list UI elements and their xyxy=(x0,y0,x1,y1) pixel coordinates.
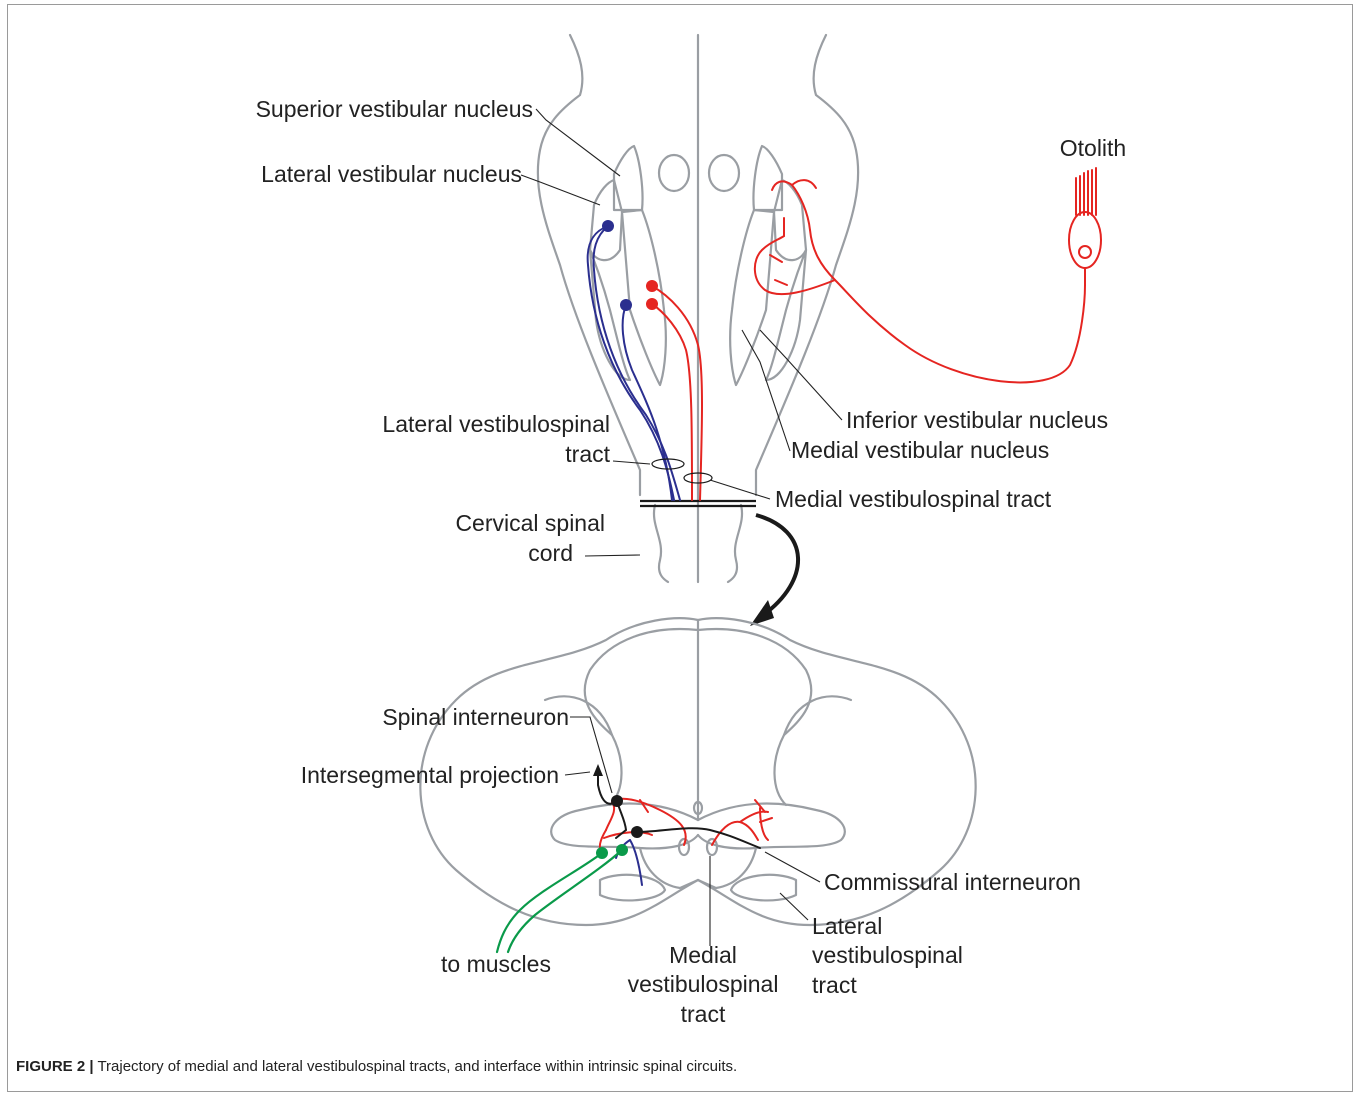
label-lateral-vestibulospinal-tract-top-2: tract xyxy=(565,441,610,467)
otolith-hair-cell xyxy=(1069,168,1101,285)
figure-number: FIGURE 2 | xyxy=(16,1058,94,1075)
curved-arrow xyxy=(750,515,798,626)
label-medial-vestibulospinal-tract-bottom-3: tract xyxy=(681,1001,726,1027)
label-cervical-spinal-cord-2: cord xyxy=(528,540,573,566)
label-to-muscles: to muscles xyxy=(441,951,551,977)
label-commissural-interneuron: Commissural interneuron xyxy=(824,869,1081,895)
caption-text: Trajectory of medial and lateral vestibu… xyxy=(94,1058,738,1075)
label-medial-vestibulospinal-tract-bottom-2: vestibulospinal xyxy=(628,971,779,997)
label-medial-vestibulospinal-tract-bottom-1: Medial xyxy=(669,942,737,968)
label-lateral-vestibulospinal-tract-top-1: Lateral vestibulospinal xyxy=(382,411,610,437)
label-cervical-spinal-cord-1: Cervical spinal xyxy=(455,510,605,536)
label-lateral-vestibular-nucleus: Lateral vestibular nucleus xyxy=(261,161,522,187)
label-medial-vestibulospinal-tract-top: Medial vestibulospinal tract xyxy=(775,486,1052,512)
label-lateral-vestibulospinal-tract-bottom-2: vestibulospinal xyxy=(812,942,963,968)
label-lateral-vestibulospinal-tract-bottom-1: Lateral xyxy=(812,913,882,939)
figure-caption: FIGURE 2 | Trajectory of medial and late… xyxy=(16,1058,737,1075)
diagram-labels: Superior vestibular nucleus Lateral vest… xyxy=(256,96,1127,1027)
label-intersegmental-projection: Intersegmental projection xyxy=(301,762,559,788)
label-otolith: Otolith xyxy=(1060,135,1126,161)
label-medial-vestibular-nucleus: Medial vestibular nucleus xyxy=(791,437,1049,463)
label-superior-vestibular-nucleus: Superior vestibular nucleus xyxy=(256,96,533,122)
label-lateral-vestibulospinal-tract-bottom-3: tract xyxy=(812,972,857,998)
label-inferior-vestibular-nucleus: Inferior vestibular nucleus xyxy=(846,407,1108,433)
label-spinal-interneuron: Spinal interneuron xyxy=(382,704,569,730)
